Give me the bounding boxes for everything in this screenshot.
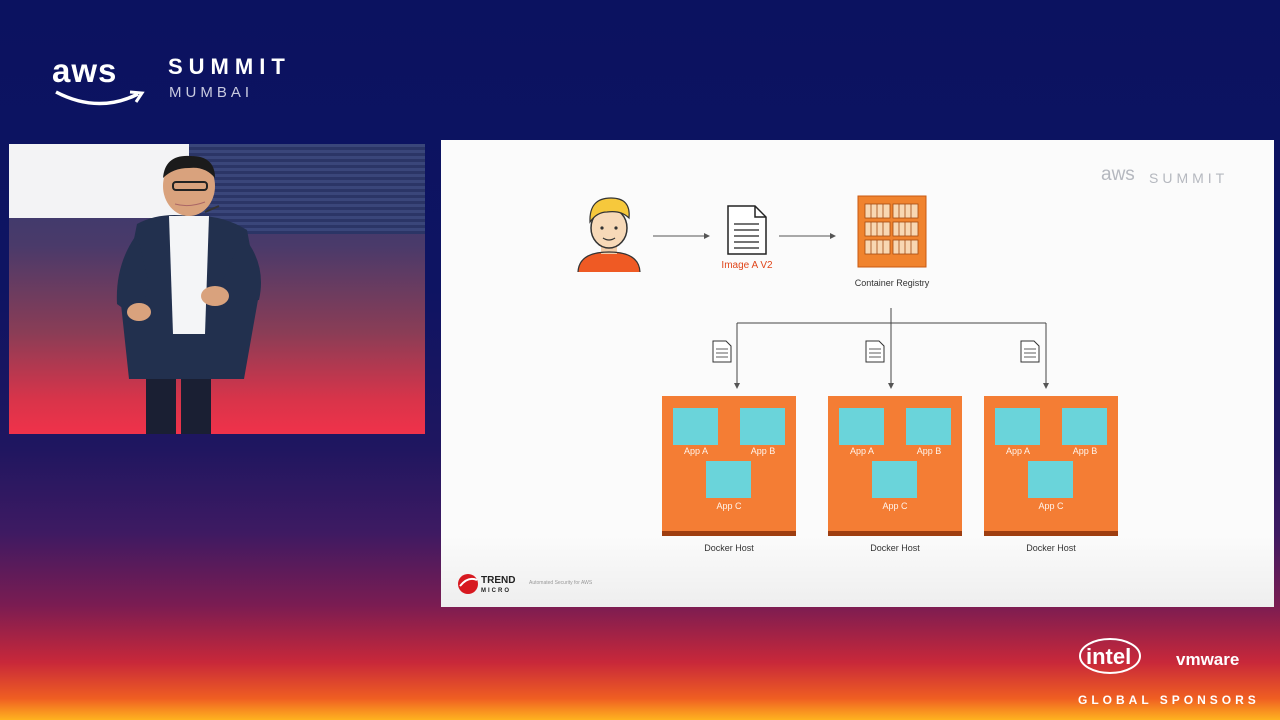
trend-micro-logo: TREND MICRO xyxy=(481,576,515,596)
presentation-slide: aws SUMMIT xyxy=(441,140,1274,607)
slide-aws-watermark: aws xyxy=(1101,164,1135,185)
app-label: App A xyxy=(683,446,709,456)
sponsors-block: intel vmware GLOBAL SPONSORS xyxy=(1070,630,1270,715)
app-label: App C xyxy=(716,501,742,511)
footer-tagline: Automated Security for AWS xyxy=(529,580,593,586)
sponsors-caption: GLOBAL SPONSORS xyxy=(1078,693,1260,707)
summit-wordmark: SUMMIT xyxy=(168,54,291,79)
stage-backdrop-light xyxy=(9,144,189,218)
slide-footer-band xyxy=(441,537,1274,607)
app-label: App A xyxy=(1005,446,1031,456)
small-document-icon xyxy=(1020,340,1040,363)
app-label: App C xyxy=(1038,501,1064,511)
container-registry-icon xyxy=(857,195,927,268)
trend-micro-logo-icon xyxy=(458,574,478,594)
intel-logo: intel xyxy=(1086,644,1132,669)
app-label: App B xyxy=(1072,446,1098,456)
document-icon xyxy=(727,205,767,255)
aws-smile-icon xyxy=(55,90,145,106)
trend-micro-line2: MICRO xyxy=(481,588,511,594)
speaker-video xyxy=(9,144,425,434)
docker-host: App A App B App C xyxy=(984,396,1118,536)
app-label: App B xyxy=(916,446,942,456)
user-avatar-icon xyxy=(577,197,641,273)
docker-host: App A App B App C xyxy=(828,396,962,536)
image-label: Image A V2 xyxy=(721,260,773,271)
small-document-icon xyxy=(865,340,885,363)
vmware-logo: vmware xyxy=(1176,650,1240,669)
app-box xyxy=(1062,408,1107,445)
trend-micro-line1: TREND xyxy=(481,575,516,586)
app-box xyxy=(740,408,785,445)
small-document-icon xyxy=(712,340,732,363)
app-box xyxy=(995,408,1040,445)
app-label: App C xyxy=(882,501,908,511)
intel-swoosh-icon xyxy=(1079,638,1141,674)
app-box xyxy=(1028,461,1073,498)
app-box xyxy=(673,408,718,445)
app-box xyxy=(872,461,917,498)
speaker-figure xyxy=(116,155,261,434)
app-label: App A xyxy=(849,446,875,456)
docker-host-label: Docker Host xyxy=(704,543,754,553)
slide-summit-watermark: SUMMIT xyxy=(1149,170,1229,186)
app-label: App B xyxy=(750,446,776,456)
docker-host: App A App B App C xyxy=(662,396,796,536)
event-city: MUMBAI xyxy=(169,84,253,101)
aws-wordmark: aws xyxy=(52,52,118,89)
docker-host-label: Docker Host xyxy=(1026,543,1076,553)
app-box xyxy=(839,408,884,445)
architecture-diagram xyxy=(458,195,1049,594)
event-logo: aws SUMMIT MUMBAI xyxy=(52,52,322,112)
app-box xyxy=(706,461,751,498)
registry-label: Container Registry xyxy=(854,278,930,288)
app-box xyxy=(906,408,951,445)
docker-host-label: Docker Host xyxy=(870,543,920,553)
stage-backdrop-stripes xyxy=(189,144,425,234)
